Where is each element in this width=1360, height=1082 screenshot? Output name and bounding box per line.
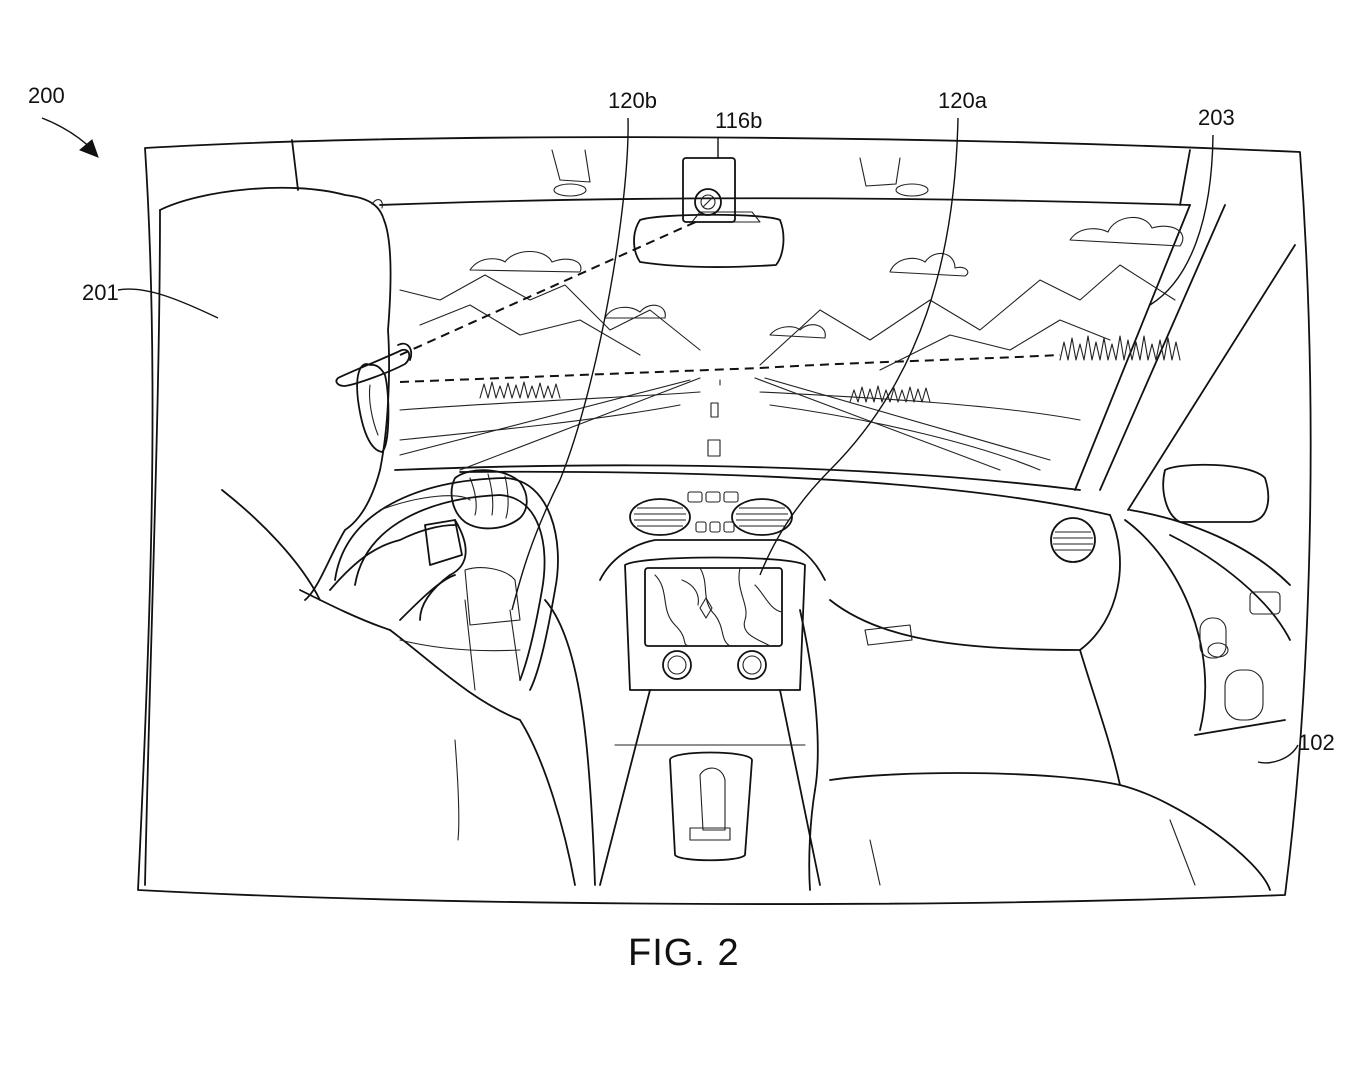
reference-leader-lines bbox=[41, 117, 1299, 764]
rearview-mirror bbox=[633, 211, 785, 268]
figure-caption: FIG. 2 bbox=[628, 932, 740, 974]
windshield-scenery bbox=[399, 216, 1184, 471]
label-201: 201 bbox=[82, 280, 119, 305]
label-116b: 116b bbox=[715, 108, 762, 133]
label-102: 102 bbox=[1298, 730, 1335, 755]
gaze-sightlines bbox=[399, 219, 1061, 383]
label-120b: 120b bbox=[608, 88, 657, 113]
driver-occupant bbox=[144, 186, 576, 886]
vehicle-interior-frame bbox=[137, 136, 1312, 905]
steering-wheel bbox=[334, 477, 559, 691]
label-120a: 120a bbox=[938, 88, 988, 113]
driver-camera-116b bbox=[682, 157, 736, 223]
center-display-map bbox=[644, 567, 783, 647]
label-200: 200 bbox=[28, 83, 65, 108]
label-203: 203 bbox=[1198, 105, 1235, 130]
